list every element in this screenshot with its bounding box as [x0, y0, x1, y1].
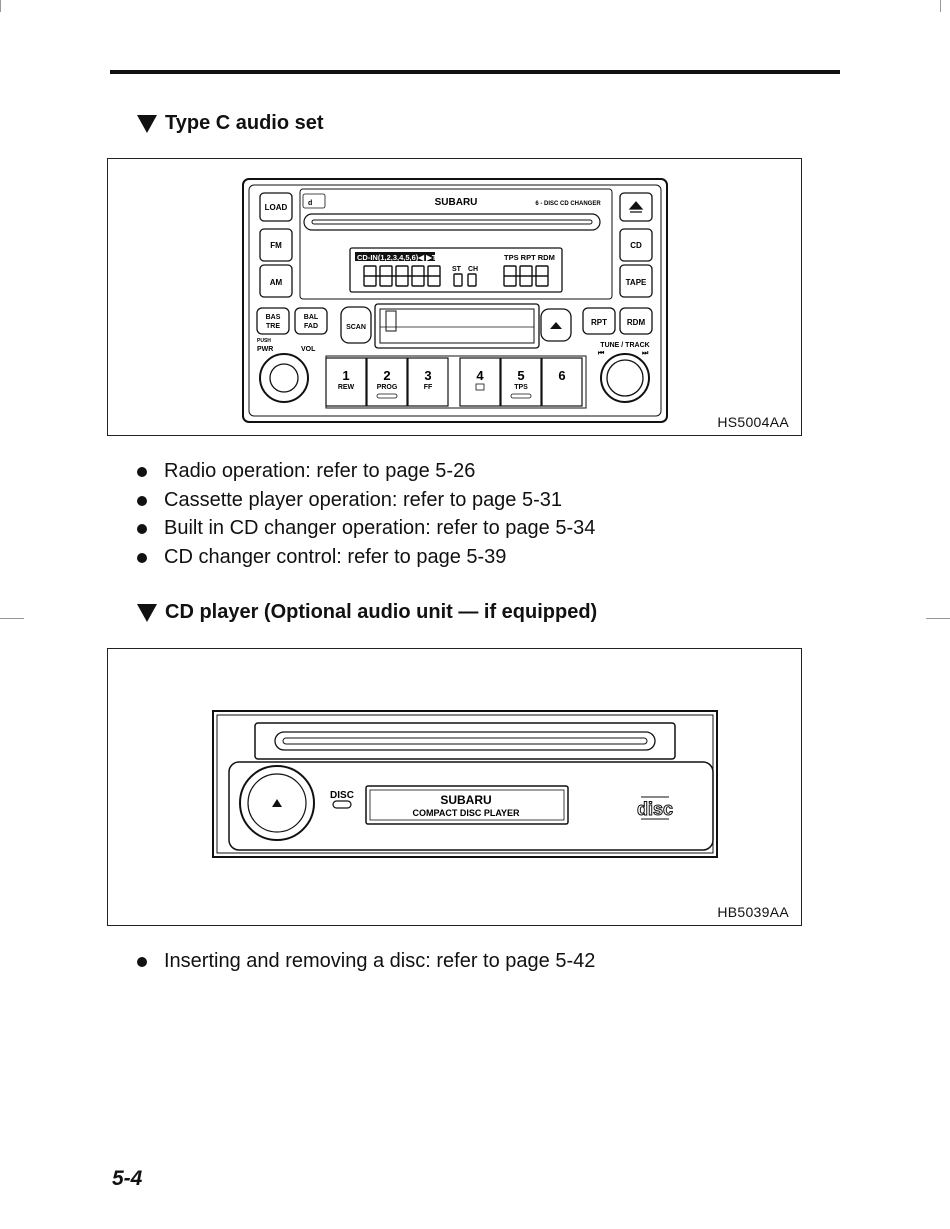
bal-label: BAL	[304, 314, 319, 321]
cd-button-label: CD	[630, 241, 642, 250]
disc-label: DISC	[330, 790, 354, 801]
figure-code: HB5039AA	[717, 904, 789, 920]
preset-1-num: 1	[342, 368, 349, 383]
bullet-icon	[137, 524, 147, 534]
preset-1-sub: REW	[338, 384, 355, 391]
tre-label: TRE	[266, 323, 280, 330]
figure-cd-player: DISC SUBARU COMPACT DISC PLAYER disc HB5…	[107, 648, 802, 926]
crop-mark	[0, 618, 24, 619]
cassette-eject-icon	[550, 322, 562, 329]
display-flags-label: TPS RPT RDM	[504, 253, 555, 262]
scan-label: SCAN	[346, 324, 366, 331]
preset-3-sub: FF	[424, 384, 433, 391]
preset-4-num: 4	[476, 368, 484, 383]
section-heading-text: CD player (Optional audio unit — if equi…	[165, 601, 598, 623]
section-heading-type-c: Type C audio set	[137, 112, 324, 135]
compact-disc-logo-icon: disc	[636, 796, 674, 820]
bas-label: BAS	[266, 314, 281, 321]
rpt-label: RPT	[591, 318, 607, 327]
list-item: Radio operation: refer to page 5-26	[137, 457, 595, 486]
display-cd-in-label: CD-IN(1,2,3,4,5,6)◀ ▶T.No	[357, 253, 448, 262]
preset-2-num: 2	[383, 368, 390, 383]
preset-5-num: 5	[517, 368, 524, 383]
top-rule	[110, 70, 840, 74]
preset-3-num: 3	[424, 368, 431, 383]
svg-text:⏮: ⏮	[598, 350, 605, 357]
tape-button-label: TAPE	[626, 278, 647, 287]
push-label: PUSH	[257, 338, 271, 344]
bullet-icon	[137, 495, 147, 506]
am-button-label: AM	[270, 278, 283, 287]
display-st-label: ST	[452, 266, 462, 273]
bullet-icon	[137, 957, 147, 967]
tape-dir-icon	[475, 383, 485, 391]
volume-knob	[259, 353, 309, 403]
preset-2-sub: PROG	[377, 384, 398, 391]
figure-code: HS5004AA	[717, 414, 789, 430]
tune-knob	[600, 353, 650, 403]
display-digits	[363, 265, 549, 287]
bullet-icon	[137, 467, 147, 477]
svg-text:⏭: ⏭	[642, 350, 649, 357]
player-subtitle-label: COMPACT DISC PLAYER	[412, 808, 520, 818]
bullet-list-type-c: Radio operation: refer to page 5-26 Cass…	[137, 457, 595, 571]
cd-player-illustration: DISC SUBARU COMPACT DISC PLAYER disc	[212, 710, 718, 858]
disc-indicator	[332, 800, 352, 809]
crop-mark	[926, 618, 950, 619]
page-number: 5-4	[112, 1167, 143, 1190]
crop-mark	[0, 0, 1, 12]
figure-type-c-audio: LOAD FM AM CD TAPE d SUBARU 6 - DISC CD …	[107, 158, 802, 436]
disc-logo-icon	[302, 193, 326, 209]
radio-brand-label: SUBARU	[435, 197, 478, 208]
eject-icon	[272, 799, 282, 807]
preset-5-sub: TPS	[514, 384, 528, 391]
preset-buttons	[325, 357, 583, 407]
player-brand-label: SUBARU	[440, 793, 491, 807]
list-item: Cassette player operation: refer to page…	[137, 486, 595, 515]
bullet-list-cd-player: Inserting and removing a disc: refer to …	[137, 947, 595, 976]
changer-label: 6 - DISC CD CHANGER	[535, 201, 601, 207]
list-item: CD changer control: refer to page 5-39	[137, 543, 595, 572]
triangle-marker-icon	[137, 603, 157, 622]
fad-label: FAD	[304, 323, 318, 330]
display-ch-label: CH	[468, 266, 478, 273]
section-heading-cd-player: CD player (Optional audio unit — if equi…	[137, 601, 597, 624]
list-item: Inserting and removing a disc: refer to …	[137, 947, 595, 976]
rdm-label: RDM	[627, 318, 646, 327]
pwr-label: PWR	[257, 346, 273, 353]
section-heading-text: Type C audio set	[165, 112, 324, 134]
eject-icon	[628, 201, 644, 213]
radio-illustration: LOAD FM AM CD TAPE d SUBARU 6 - DISC CD …	[242, 178, 668, 423]
svg-text:disc: disc	[637, 799, 673, 819]
load-button-label: LOAD	[265, 203, 288, 212]
tune-track-label: TUNE / TRACK	[600, 342, 649, 349]
fm-button-label: FM	[270, 241, 282, 250]
triangle-marker-icon	[137, 114, 157, 133]
preset-6-num: 6	[558, 368, 565, 383]
crop-mark	[940, 0, 941, 12]
list-item: Built in CD changer operation: refer to …	[137, 514, 595, 543]
vol-label: VOL	[301, 346, 316, 353]
bullet-icon	[137, 552, 147, 563]
svg-text:d: d	[308, 200, 312, 207]
